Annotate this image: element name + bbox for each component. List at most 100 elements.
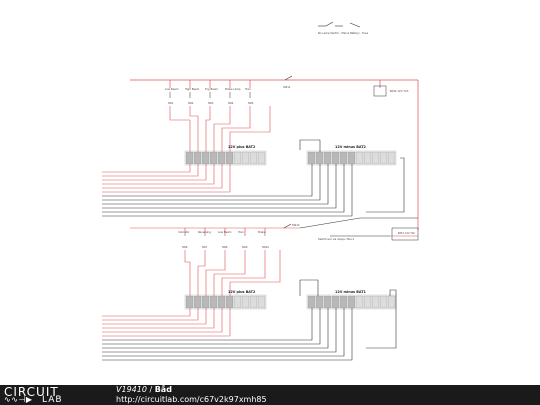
- logo-text-bottom: LAB: [42, 395, 63, 405]
- circuit-title: V19410 / Båd: [116, 385, 172, 395]
- bottom-relay[interactable]: SW12: [283, 223, 300, 229]
- sw-id-bottom-1: SW6: [182, 246, 188, 249]
- terminal-cell[interactable]: [371, 295, 380, 309]
- top-left-black-wires: [102, 139, 405, 217]
- switch-label-bottom-1: Indicator: [178, 230, 190, 234]
- sw-id-bottom-5: SW10: [262, 246, 269, 249]
- top-relay[interactable]: SW11: [283, 75, 293, 89]
- terminal-block-bottom-minus[interactable]: [306, 294, 397, 310]
- terminal-cell[interactable]: [249, 151, 258, 165]
- bat-label-bottom-minus: 12V minus BAT1: [335, 290, 367, 294]
- terminal-cell[interactable]: [209, 295, 218, 309]
- terminal-cell[interactable]: [331, 151, 340, 165]
- terminal-cell[interactable]: [217, 295, 226, 309]
- logo-bottom-row: ∿∿⊣▶ LAB: [4, 395, 62, 405]
- circuitlab-logo[interactable]: CIRCUIT ∿∿⊣▶ LAB: [4, 385, 92, 405]
- terminal-cell[interactable]: [339, 295, 348, 309]
- top-switch-row[interactable]: [169, 92, 251, 98]
- switchover-label: Switchover via relays / Bus 2: [318, 237, 354, 241]
- terminal-block-outline: [184, 150, 267, 166]
- terminal-cell[interactable]: [225, 295, 234, 309]
- sw-id-bottom-2: SW7: [202, 246, 208, 249]
- terminal-cell[interactable]: [307, 151, 316, 165]
- switch-label-top-4: Brake Lamp: [225, 87, 241, 91]
- bat-label-top-minus: 12V minus BAT2: [335, 145, 367, 149]
- circuit-id: V19410: [116, 385, 147, 394]
- sw-id-bottom-3: SW8: [222, 246, 228, 249]
- switch-label-top-2: High Beam: [185, 87, 200, 91]
- terminal-cell[interactable]: [201, 151, 210, 165]
- relay-bottom-label: SW12: [292, 223, 300, 227]
- circuit-url[interactable]: http://circuitlab.com/c67v2k97xmh85: [116, 395, 267, 404]
- top-plus-wires: [169, 106, 271, 152]
- terminal-cell[interactable]: [339, 151, 348, 165]
- terminal-cell[interactable]: [233, 295, 242, 309]
- switch-label-top-5: Horn: [245, 87, 252, 91]
- terminal-cell[interactable]: [257, 295, 266, 309]
- terminal-cell[interactable]: [347, 295, 356, 309]
- terminal-cell[interactable]: [371, 151, 380, 165]
- sw-id-bottom-4: SW9: [242, 246, 248, 249]
- sw-id-top-1: SW1: [168, 102, 174, 105]
- terminal-cell[interactable]: [331, 295, 340, 309]
- terminal-block-bottom-plus[interactable]: [184, 294, 267, 310]
- bottom-red-drops: [184, 228, 266, 236]
- terminal-block-top-plus[interactable]: [184, 150, 267, 166]
- terminal-cell[interactable]: [209, 151, 218, 165]
- sw-id-top-3: SW3: [208, 102, 214, 105]
- switch-label-top-1: Low Beam: [165, 87, 179, 91]
- terminal-cell[interactable]: [323, 151, 332, 165]
- battery-top-label: BAT2 12V 7Ah: [390, 89, 409, 93]
- terminal-cell[interactable]: [379, 295, 388, 309]
- terminal-cell[interactable]: [379, 151, 388, 165]
- battery-top[interactable]: BAT2 12V 7Ah: [373, 85, 409, 97]
- battery-bottom[interactable]: BAT1 12V 7Ah: [391, 227, 419, 241]
- terminal-cell[interactable]: [241, 295, 250, 309]
- terminal-cell[interactable]: [217, 151, 226, 165]
- terminal-cell[interactable]: [201, 295, 210, 309]
- terminal-cell[interactable]: [355, 295, 364, 309]
- terminal-block-top-minus[interactable]: [306, 150, 397, 166]
- terminal-cell[interactable]: [257, 151, 266, 165]
- switchover-wires: [130, 217, 418, 237]
- schematic-canvas[interactable]: No Lamp Switch - Mains Battery - Fuse SW…: [0, 0, 540, 385]
- terminal-cell[interactable]: [387, 151, 396, 165]
- top-left-red-wires: [102, 164, 231, 193]
- sw-id-top-4: SW4: [228, 102, 234, 105]
- terminal-cell[interactable]: [225, 151, 234, 165]
- logo-text-top: CIRCUIT: [4, 385, 59, 399]
- top-fuse-label: Battery - Fuse: [350, 31, 369, 35]
- terminal-cell[interactable]: [233, 151, 242, 165]
- terminal-cell[interactable]: [185, 151, 194, 165]
- switch-label-bottom-3: Low Beam: [218, 230, 232, 234]
- terminal-cell[interactable]: [185, 295, 194, 309]
- sw-id-top-2: SW2: [188, 102, 194, 105]
- title-separator: /: [146, 385, 155, 394]
- bottom-left-black-wires: [102, 279, 397, 361]
- bottom-left-red-wires: [102, 308, 231, 337]
- logo-wave-icon: ∿∿⊣▶: [4, 395, 33, 404]
- battery-bottom-label: BAT1 12V 7Ah: [398, 232, 415, 235]
- top-switch-label: No Lamp Switch - Mains: [318, 31, 350, 35]
- terminal-cell[interactable]: [307, 295, 316, 309]
- terminal-cell[interactable]: [347, 151, 356, 165]
- terminal-cell[interactable]: [323, 295, 332, 309]
- relay-top-label: SW11: [283, 85, 291, 89]
- bat-label-top-plus: 12V plus BAT2: [228, 145, 256, 149]
- switch-label-bottom-4: Horn: [238, 230, 245, 234]
- terminal-cell[interactable]: [355, 151, 364, 165]
- terminal-cell[interactable]: [363, 151, 372, 165]
- terminal-cell[interactable]: [363, 295, 372, 309]
- terminal-cell[interactable]: [315, 151, 324, 165]
- switch-label-bottom-2: Reversing: [198, 230, 211, 234]
- terminal-cell[interactable]: [249, 295, 258, 309]
- terminal-cell[interactable]: [193, 295, 202, 309]
- terminal-cell[interactable]: [387, 295, 396, 309]
- top-red-bus: [130, 79, 419, 230]
- terminal-cell[interactable]: [193, 151, 202, 165]
- terminal-cell[interactable]: [315, 295, 324, 309]
- terminal-cell[interactable]: [241, 151, 250, 165]
- switch-label-bottom-5: Brake: [258, 230, 266, 234]
- sw-id-top-5: SW5: [248, 102, 254, 105]
- top-switch[interactable]: No Lamp Switch - Mains Battery - Fuse: [318, 21, 369, 35]
